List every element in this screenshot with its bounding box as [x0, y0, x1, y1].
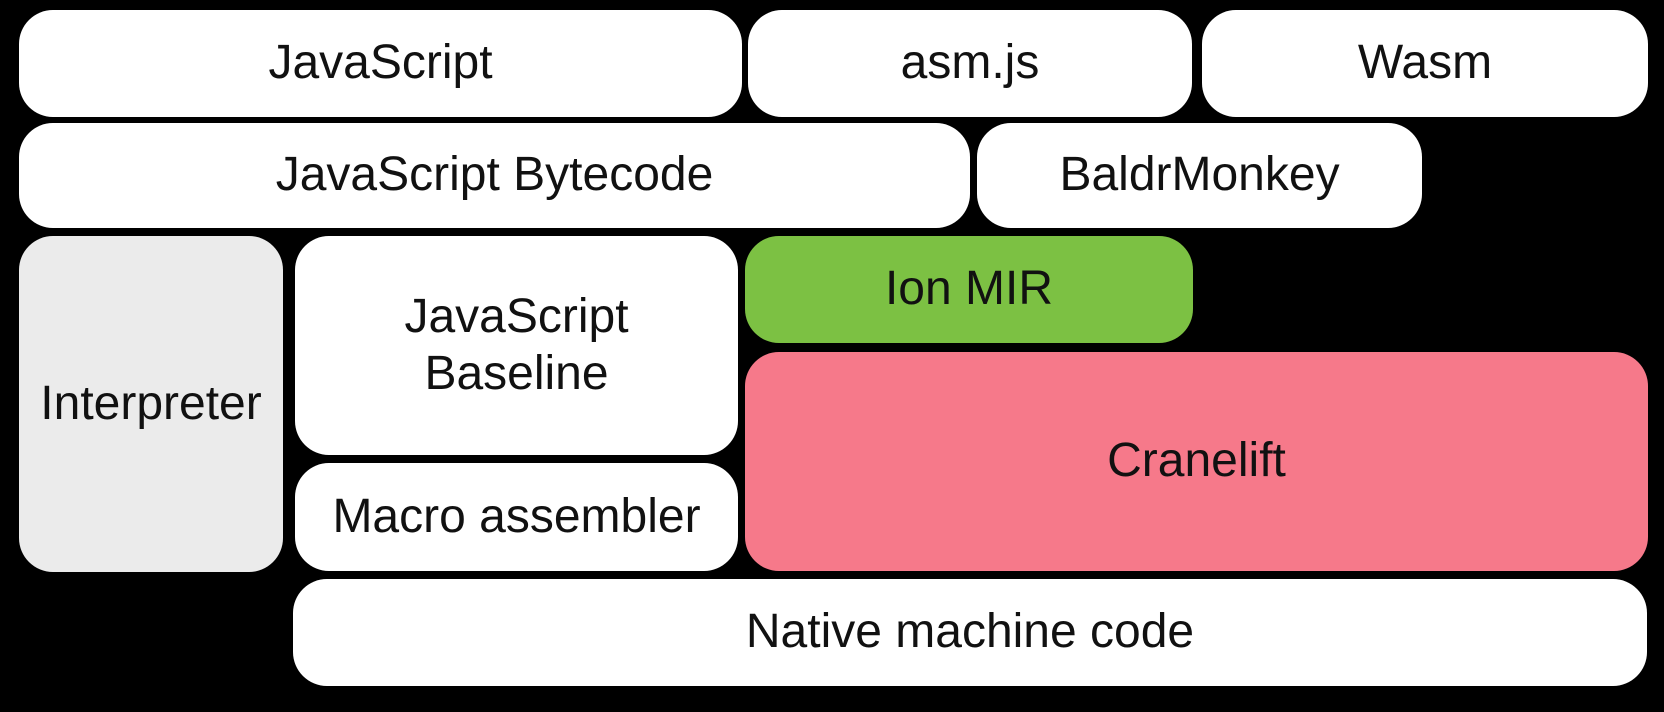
box-wasm-label: Wasm	[1357, 36, 1493, 90]
box-baldrmonkey-label: BaldrMonkey	[1059, 148, 1340, 202]
box-wasm: Wasm	[1202, 10, 1648, 117]
box-ion-mir: Ion MIR	[745, 236, 1193, 343]
box-javascript: JavaScript	[19, 10, 742, 117]
box-native-machine-code: Native machine code	[293, 579, 1647, 686]
box-javascript-baseline-label: JavaScript Baseline	[404, 289, 629, 400]
box-baldrmonkey: BaldrMonkey	[977, 123, 1422, 228]
box-interpreter-label: Interpreter	[40, 376, 262, 430]
box-javascript-bytecode: JavaScript Bytecode	[19, 123, 970, 228]
box-interpreter: Interpreter	[19, 236, 283, 572]
box-macro-assembler: Macro assembler	[295, 463, 738, 571]
box-ion-mir-label: Ion MIR	[884, 262, 1054, 316]
box-asmjs-label: asm.js	[900, 36, 1040, 90]
box-asmjs: asm.js	[748, 10, 1192, 117]
box-macro-assembler-label: Macro assembler	[332, 489, 701, 543]
box-javascript-bytecode-label: JavaScript Bytecode	[275, 148, 714, 202]
box-javascript-label: JavaScript	[268, 36, 493, 90]
box-javascript-baseline: JavaScript Baseline	[295, 236, 738, 455]
box-native-machine-code-label: Native machine code	[745, 605, 1195, 659]
box-cranelift: Cranelift	[745, 352, 1648, 571]
box-cranelift-label: Cranelift	[1107, 434, 1286, 488]
